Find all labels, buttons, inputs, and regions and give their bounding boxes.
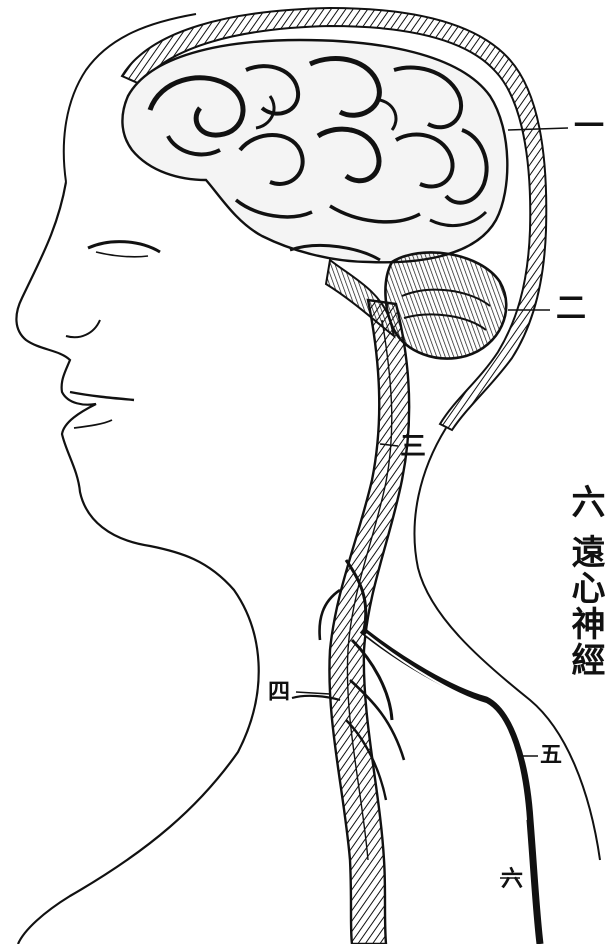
spinal-cord — [329, 300, 409, 944]
label-6: 六 — [501, 868, 523, 890]
label-4: 四 — [268, 681, 290, 703]
cerebrum — [122, 40, 507, 262]
nostril-line — [66, 320, 100, 337]
label-5: 五 — [540, 744, 562, 766]
eye-line — [88, 242, 160, 252]
figure-caption: 六 遠心神經 — [566, 484, 606, 678]
label-1: 一 — [574, 112, 604, 142]
chin-crease — [74, 420, 112, 428]
eyelash-line — [96, 252, 148, 257]
label-2: 二 — [556, 294, 586, 324]
mouth-line — [70, 392, 134, 400]
label-3: 三 — [400, 434, 426, 460]
face-profile-outline — [16, 182, 258, 944]
